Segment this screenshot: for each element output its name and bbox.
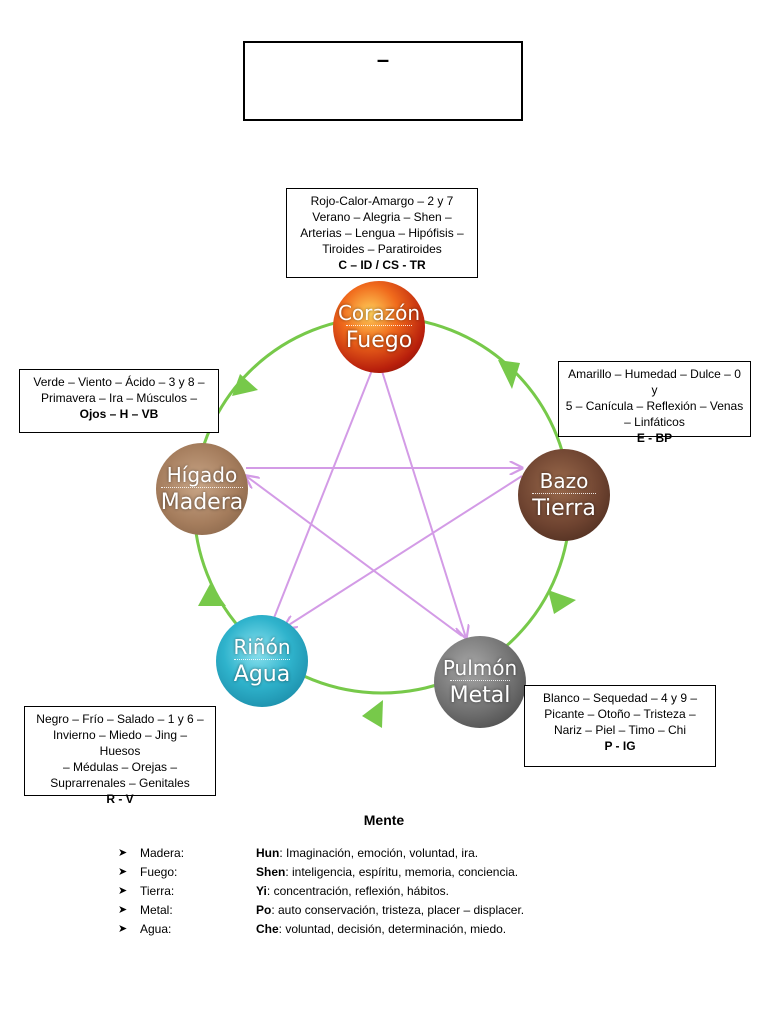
info-madera-line: Verde – Viento – Ácido – 3 y 8 – (33, 375, 205, 389)
info-box-agua: Negro – Frío – Salado – 1 y 6 – Invierno… (24, 706, 216, 806)
info-fuego-line: Rojo-Calor-Amargo – 2 y 7 (310, 194, 454, 208)
info-box-fuego: Rojo-Calor-Amargo – 2 y 7 Verano – Alegr… (286, 188, 478, 278)
node-fuego: Corazón Fuego (333, 281, 425, 373)
list-item: ➤ Madera: Hun: Imaginación, emoción, vol… (118, 844, 678, 863)
mente-item-key: Hun (256, 846, 280, 860)
info-agua-line: Suprarrenales – Genitales (50, 776, 190, 790)
mente-item-key: Yi (256, 884, 267, 898)
info-metal-line: Nariz – Piel – Timo – Chi (553, 723, 687, 737)
info-box-metal: Blanco – Sequedad – 4 y 9 – Picante – Ot… (524, 685, 716, 767)
cycle-arrow-fuego-tierra (498, 360, 520, 389)
title-box: – (243, 41, 523, 121)
info-fuego-line: Verano – Alegria – Shen – (312, 210, 452, 224)
list-item: ➤ Tierra: Yi: concentración, reflexión, … (118, 882, 678, 901)
node-tierra-element: Tierra (532, 492, 596, 522)
node-metal: Pulmón Metal (434, 636, 526, 728)
info-metal-code: P - IG (604, 739, 636, 753)
info-metal-line: Blanco – Sequedad – 4 y 9 – (542, 691, 698, 705)
info-madera-line: Primavera – Ira – Músculos – (40, 391, 198, 405)
mente-list: ➤ Madera: Hun: Imaginación, emoción, vol… (118, 844, 678, 939)
node-madera-element: Madera (160, 486, 244, 516)
info-agua-line: Invierno – Miedo – Jing – Huesos (52, 728, 188, 758)
info-tierra-line: – Linfáticos (624, 415, 685, 429)
node-fuego-organ: Corazón (337, 300, 421, 325)
mente-item-label: Metal: (140, 903, 173, 917)
mente-item-desc: : concentración, reflexión, hábitos. (266, 884, 450, 898)
list-item: ➤ Agua: Che: voluntad, decisión, determi… (118, 920, 678, 939)
star-line-fuego-metal (375, 351, 466, 638)
info-box-tierra: Amarillo – Humedad – Dulce – 0 y 5 – Can… (558, 361, 751, 445)
mente-item-label: Agua: (140, 922, 172, 936)
star-line-metal-madera (246, 476, 463, 637)
node-madera-organ: Hígado (166, 462, 238, 487)
node-agua-organ: Riñón (233, 634, 291, 659)
generation-cycle-arrows (198, 360, 576, 728)
cycle-arrow-agua-madera (198, 584, 226, 606)
info-box-madera: Verde – Viento – Ácido – 3 y 8 – Primave… (19, 369, 219, 433)
cycle-arrow-metal-agua (362, 700, 383, 728)
info-fuego-line: Tiroides – Paratiroides (322, 242, 442, 256)
mente-item-key: Po (256, 903, 272, 917)
arrow-bullet-icon: ➤ (118, 866, 128, 878)
info-agua-code: R - V (106, 792, 134, 806)
mente-item-desc: : inteligencia, espíritu, memoria, conci… (285, 865, 519, 879)
node-metal-element: Metal (449, 679, 511, 709)
mente-item-key: Che (256, 922, 279, 936)
mente-item-desc: : Imaginación, emoción, voluntad, ira. (279, 846, 479, 860)
title-text: – (376, 47, 390, 72)
star-line-agua-fuego (269, 350, 380, 629)
control-cycle-star (246, 350, 522, 638)
node-metal-organ: Pulmón (442, 655, 518, 680)
arrow-bullet-icon: ➤ (118, 885, 128, 897)
arrow-bullet-icon: ➤ (118, 904, 128, 916)
info-fuego-code: C – ID / CS - TR (338, 258, 426, 272)
mente-item-label: Madera: (140, 846, 185, 860)
arrow-bullet-icon: ➤ (118, 847, 128, 859)
node-tierra: Bazo Tierra (518, 449, 610, 541)
info-tierra-line: Amarillo – Humedad – Dulce – 0 y (568, 367, 741, 397)
mente-item-desc: : auto conservación, tristeza, placer – … (271, 903, 525, 917)
list-item: ➤ Fuego: Shen: inteligencia, espíritu, m… (118, 863, 678, 882)
node-tierra-organ: Bazo (539, 468, 589, 493)
list-item: ➤ Metal: Po: auto conservación, tristeza… (118, 901, 678, 920)
arrow-bullet-icon: ➤ (118, 923, 128, 935)
mente-item-key: Shen (256, 865, 286, 879)
mente-item-desc: : voluntad, decisión, determinación, mie… (278, 922, 507, 936)
node-agua-element: Agua (233, 658, 291, 688)
info-fuego-line: Arterias – Lengua – Hipófisis – (300, 226, 464, 240)
info-tierra-line: 5 – Canícula – Reflexión – Venas (565, 399, 744, 413)
star-line-tierra-agua (284, 475, 523, 628)
mente-item-label: Fuego: (140, 865, 178, 879)
info-metal-line: Picante – Otoño – Tristeza – (544, 707, 696, 721)
info-agua-line: – Médulas – Orejas – (62, 760, 178, 774)
cycle-arrow-tierra-metal (548, 590, 576, 614)
node-madera: Hígado Madera (156, 443, 248, 535)
cycle-arrow-madera-fuego (232, 374, 258, 396)
info-agua-line: Negro – Frío – Salado – 1 y 6 – (36, 712, 204, 726)
mente-item-label: Tierra: (140, 884, 175, 898)
node-agua: Riñón Agua (216, 615, 308, 707)
node-fuego-element: Fuego (345, 324, 413, 354)
info-madera-code: Ojos – H – VB (79, 407, 159, 421)
info-tierra-code: E - BP (636, 431, 673, 445)
mente-title: Mente (363, 812, 405, 828)
